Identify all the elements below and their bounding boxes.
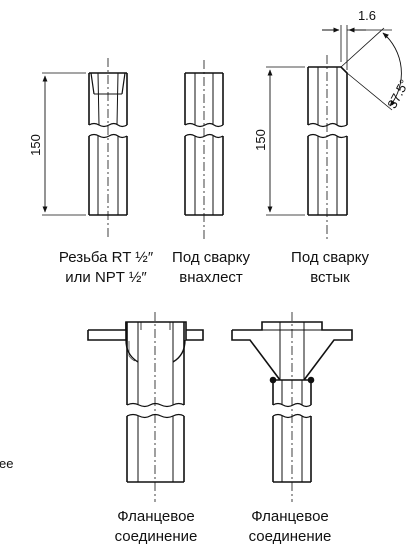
threaded-connection-drawing <box>42 58 128 240</box>
caption-threaded-line1: Резьба RT ½″ <box>59 249 154 266</box>
flange-connection-1-drawing <box>87 312 204 502</box>
caption-flange-2-line2: соединение <box>249 528 332 545</box>
lap-weld-connection-drawing <box>184 60 224 240</box>
caption-flange-1-line2: соединение <box>115 528 198 545</box>
dimension-length-right: 150 <box>253 129 268 151</box>
caption-threaded-line2: или NPT ½″ <box>65 269 147 286</box>
dimension-length-left: 150 <box>28 134 43 156</box>
caption-butt-weld-line2: встык <box>310 269 350 286</box>
caption-butt-weld-line1: Под сварку <box>291 249 369 266</box>
caption-flange-1-line1: Фланцевое <box>117 508 195 525</box>
dimension-bevel-thickness: 1.6 <box>358 8 376 23</box>
caption-flange-2-line1: Фланцевое <box>251 508 329 525</box>
flange-connection-2-drawing <box>231 312 353 502</box>
caption-lap-weld-line1: Под сварку <box>172 249 250 266</box>
caption-lap-weld-line2: внахлест <box>179 269 243 286</box>
butt-weld-connection-drawing <box>266 25 402 240</box>
dimension-bevel-angle: 37.5° <box>384 77 412 111</box>
edge-text-fragment: ее <box>0 456 13 471</box>
